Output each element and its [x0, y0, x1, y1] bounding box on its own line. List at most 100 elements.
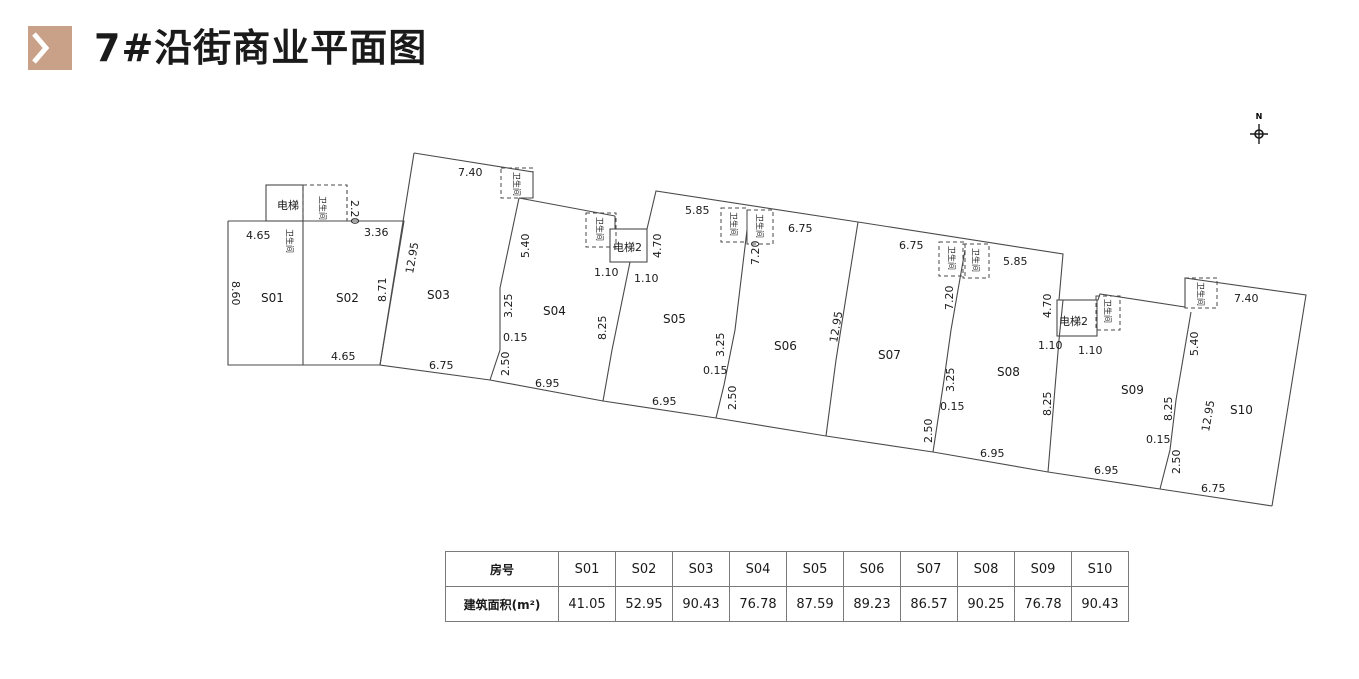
- restroom-s08: [962, 243, 990, 279]
- dim-label: 12.95: [1199, 399, 1217, 432]
- divider-s07-s08: [932, 249, 966, 453]
- dim-label: 6.95: [535, 377, 560, 390]
- unit-label-s10: S10: [1230, 403, 1253, 417]
- unit-label-s05: S05: [663, 312, 686, 326]
- dim-label: 1.10: [1078, 344, 1103, 357]
- unit-label-s01: S01: [261, 291, 284, 305]
- table-cell: 76.78: [1014, 586, 1072, 622]
- dim-label: 6.95: [980, 447, 1005, 460]
- room-label-restroom: 卫生间: [1196, 282, 1206, 306]
- dim-label: 2.50: [726, 386, 739, 411]
- dim-label: 7.40: [458, 166, 483, 179]
- dim-label: 8.60: [229, 281, 242, 306]
- restroom-s09: [1095, 295, 1121, 331]
- dim-label: 5.85: [685, 204, 710, 217]
- table-cell: 86.57: [900, 586, 958, 622]
- room-label-elevator2-b: 电梯2: [1059, 315, 1088, 328]
- dim-label: 12.95: [403, 241, 421, 274]
- table-row: 建筑面积(m²) 41.05 52.95 90.43 76.78 87.59 8…: [445, 586, 1129, 622]
- divider-s09-s10: [1159, 311, 1192, 490]
- dim-label: 6.75: [788, 222, 813, 235]
- chevron-right-icon: [28, 26, 72, 70]
- dim-label: 12.95: [827, 310, 845, 343]
- dim-label: 0.15: [940, 400, 965, 413]
- dim-label: 3.25: [944, 368, 957, 393]
- room-label-restroom: 卫生间: [755, 214, 765, 238]
- dim-label: 4.70: [1041, 294, 1054, 319]
- dim-label: 0.15: [1146, 433, 1171, 446]
- restroom-s10: [1184, 277, 1218, 309]
- table-header-label: 房号: [445, 551, 559, 587]
- dim-label: 6.75: [1201, 482, 1226, 495]
- table-col-header: S01: [558, 551, 616, 587]
- table-col-header: S03: [672, 551, 730, 587]
- dim-label: 2.50: [922, 419, 935, 444]
- elevator2-room-a: [609, 228, 648, 263]
- page-title: 7#沿街商业平面图: [94, 26, 428, 70]
- dim-label: 0.15: [503, 331, 528, 344]
- room-label-restroom: 卫生间: [285, 229, 295, 253]
- dim-label: 3.25: [502, 294, 515, 319]
- unit-label-s09: S09: [1121, 383, 1144, 397]
- room-label-restroom: 卫生间: [1103, 299, 1113, 323]
- dim-label: 3.25: [714, 333, 727, 358]
- room-label-restroom: 卫生间: [595, 217, 605, 241]
- room-label-restroom: 卫生间: [729, 212, 739, 236]
- room-label-elevator: 电梯: [277, 199, 299, 212]
- compass-label: N: [1256, 112, 1263, 121]
- unit-label-s02: S02: [336, 291, 359, 305]
- dim-label: 3.36: [364, 226, 389, 239]
- dim-label: 8.25: [1041, 392, 1054, 417]
- dim-label: 7.20: [943, 286, 956, 311]
- dim-label: 5.85: [1003, 255, 1028, 268]
- restroom-s02: [302, 184, 348, 222]
- table-col-header: S08: [957, 551, 1015, 587]
- elevator2-room-b: [1056, 299, 1098, 337]
- table-cell: 87.59: [786, 586, 844, 622]
- room-label-restroom: 卫生间: [947, 246, 957, 270]
- dim-label: 7.40: [1234, 292, 1259, 305]
- table-cell: 52.95: [615, 586, 673, 622]
- dim-label: 4.65: [331, 350, 356, 363]
- table-col-header: S04: [729, 551, 787, 587]
- restroom-s04: [585, 212, 617, 248]
- table-cell: 41.05: [558, 586, 616, 622]
- dim-label: 7.20: [749, 241, 762, 266]
- table-cell: 90.43: [1071, 586, 1129, 622]
- table-col-header: S10: [1071, 551, 1129, 587]
- divider-s08-s09: [1047, 299, 1064, 473]
- dim-label: 2.20: [348, 200, 361, 225]
- dim-label: 8.25: [596, 316, 609, 341]
- room-label-restroom: 卫生间: [318, 196, 328, 220]
- dim-label: 8.25: [1162, 397, 1175, 422]
- dim-label: 6.95: [652, 395, 677, 408]
- room-label-restroom: 卫生间: [971, 248, 981, 272]
- dim-label: 0.15: [703, 364, 728, 377]
- divider-s06-s07: [825, 221, 859, 437]
- dim-label: 5.40: [519, 234, 532, 259]
- dim-label: 1.10: [1038, 339, 1063, 352]
- restroom-s03: [500, 167, 534, 199]
- table-cell: 89.23: [843, 586, 901, 622]
- dim-label: 5.40: [1188, 332, 1201, 357]
- dim-label: 2.50: [1170, 450, 1183, 475]
- room-label-elevator2-a: 电梯2: [613, 241, 642, 254]
- room-label-restroom: 卫生间: [512, 172, 522, 196]
- divider-s03-s04: [489, 197, 520, 381]
- unit-label-s06: S06: [774, 339, 797, 353]
- table-col-header: S05: [786, 551, 844, 587]
- unit-label-s04: S04: [543, 304, 566, 318]
- dim-label: 1.10: [594, 266, 619, 279]
- divider-s05-s06: [715, 229, 748, 419]
- table-col-header: S06: [843, 551, 901, 587]
- dim-label: 1.10: [634, 272, 659, 285]
- divider-s04-s05: [602, 261, 631, 402]
- table-cell: 90.25: [957, 586, 1015, 622]
- dim-label: 4.65: [246, 229, 271, 242]
- unit-label-s03: S03: [427, 288, 450, 302]
- table-cell: 76.78: [729, 586, 787, 622]
- dim-label: 6.95: [1094, 464, 1119, 477]
- dim-label: 6.75: [899, 239, 924, 252]
- table-col-header: S07: [900, 551, 958, 587]
- restroom-s06: [746, 209, 774, 245]
